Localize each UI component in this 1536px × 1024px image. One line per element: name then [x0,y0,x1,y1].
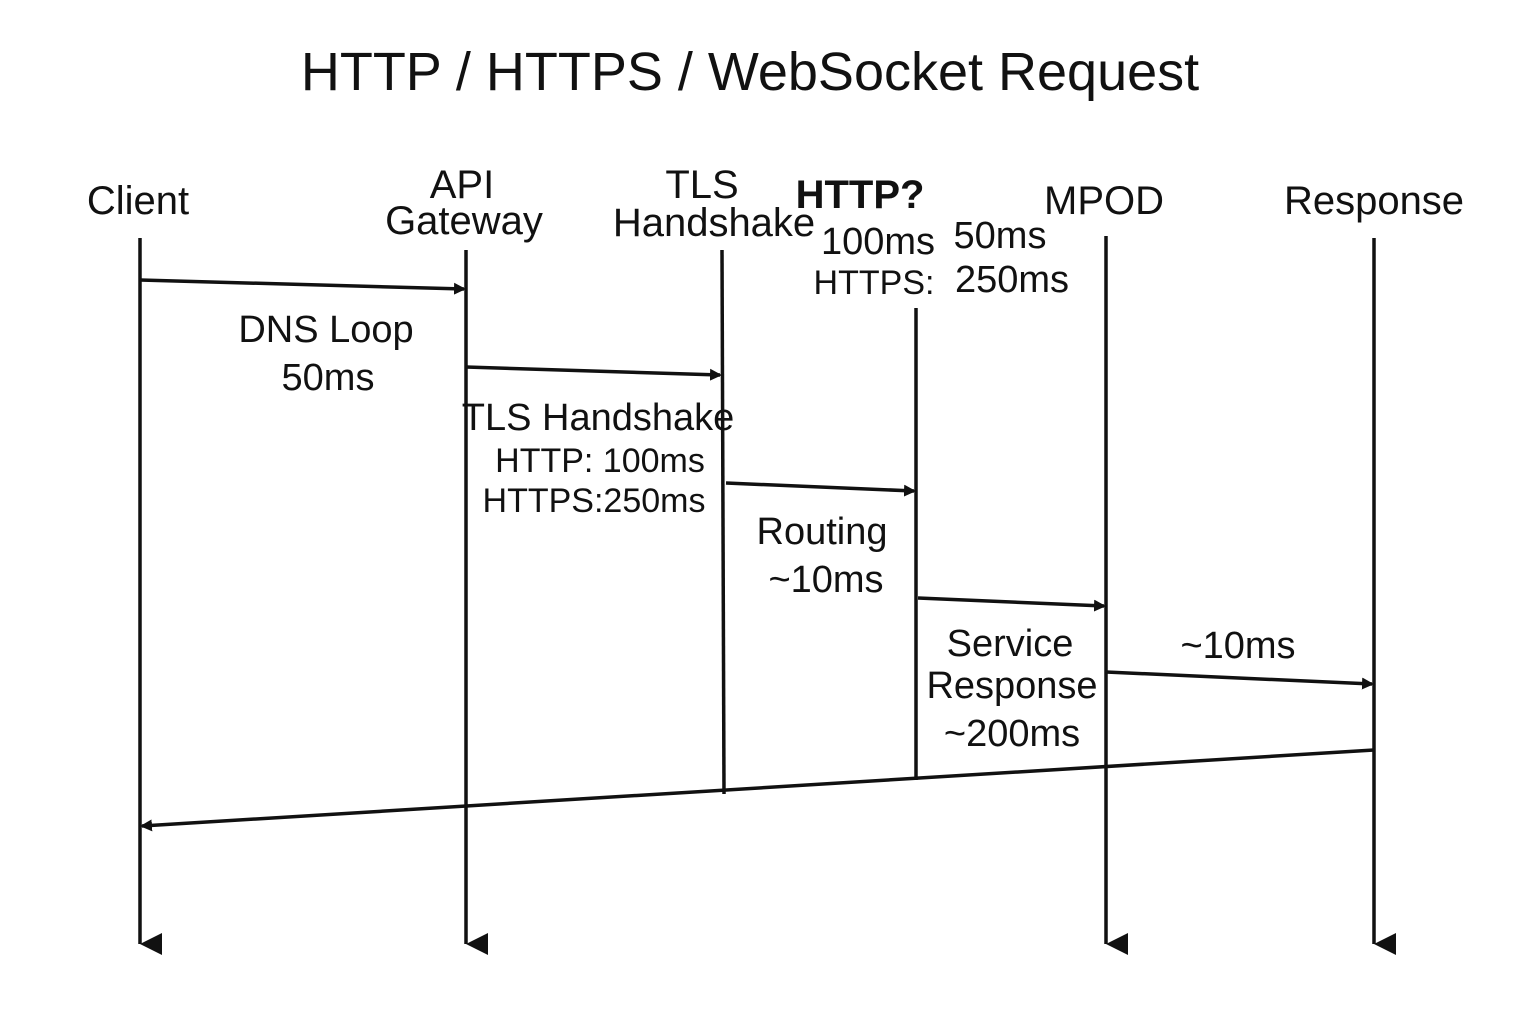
header-value-b: 250ms [955,259,1069,301]
step-tls-http: HTTP: 100ms [495,442,705,480]
participant-tls-line1: TLS [665,163,738,207]
header-http-value: 100ms [821,221,935,263]
participant-response: Response [1284,179,1464,223]
participant-api-gateway-line1: API [430,163,494,207]
participant-mpod: MPOD [1044,179,1164,223]
diagram-title: HTTP / HTTPS / WebSocket Request [301,42,1199,102]
message-arrow-routing [725,481,916,497]
header-https-label: HTTPS: [814,264,935,302]
message-arrow-service [917,596,1106,612]
participant-api-gateway-line2: Gateway [385,199,543,243]
step-routing-label: Routing [757,511,888,553]
step-response-time: ~10ms [1180,625,1295,667]
message-arrow-response [1105,670,1374,690]
step-tls-https: HTTPS:250ms [483,482,706,520]
step-dns-time: 50ms [282,357,375,399]
message-arrow-return [140,748,1375,832]
header-value-a: 50ms [954,215,1047,257]
step-service-time: ~200ms [944,713,1080,755]
lifeline-tls-handshake [720,249,726,795]
message-arrow-dns [139,278,466,295]
step-tls-label: TLS Handshake [462,397,735,439]
participant-tls-line2: Handshake [613,201,815,245]
step-routing-time: ~10ms [768,559,883,601]
participant-http-question: HTTP? [796,173,925,217]
step-service-line1: Service [947,623,1074,665]
step-service-line2: Response [926,665,1097,707]
step-dns-label: DNS Loop [238,309,413,351]
message-arrow-tls [465,365,722,381]
participant-client: Client [87,179,189,223]
